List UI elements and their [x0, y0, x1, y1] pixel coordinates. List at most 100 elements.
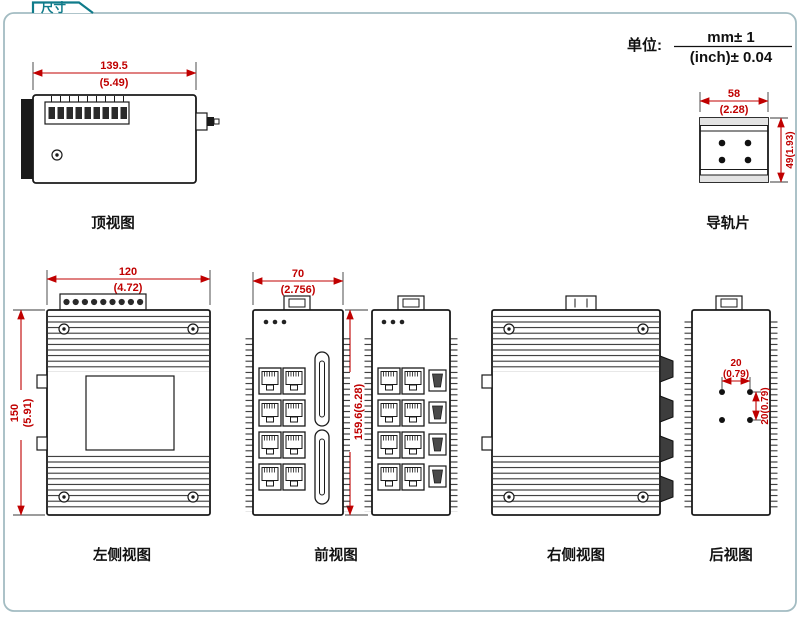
rj45-port: [282, 367, 306, 395]
front-view-copper: 70 (2.756) 159.6(6.28): [245, 268, 368, 516]
rear-pitch-h-mm: 20: [730, 358, 742, 369]
rail-bottom-band: [700, 174, 768, 182]
side-fins-right: [450, 338, 458, 512]
front-width-dimension: 70 (2.756): [252, 268, 344, 305]
left-width-inch: (4.72): [114, 282, 143, 294]
heatsink-fins-bottom: [493, 452, 659, 511]
right-view-label: 右侧视图: [547, 546, 605, 564]
left-view-label: 左侧视图: [92, 546, 151, 564]
rj45-port: [258, 431, 282, 459]
header-tab-label: 尺寸: [41, 0, 67, 15]
rail-view-label: 导轨片: [706, 214, 750, 232]
rj45-port: [377, 399, 401, 427]
screw-hole: [637, 491, 649, 503]
rj45-port: [401, 463, 425, 491]
terminal-block: [44, 96, 130, 125]
left-width-dimension: 120 (4.72): [46, 266, 211, 305]
screw-hole: [503, 491, 515, 503]
label-plate: [85, 375, 175, 451]
rear-hole-pitch-horizontal: 20 (0.79): [721, 358, 751, 390]
screw-hole: [58, 323, 70, 335]
rear-pitch-h-inch: (0.79): [723, 369, 749, 380]
antenna-stub: [195, 112, 220, 131]
din-rail-view: 58 (2.28) 49(1.93) 导轨片: [699, 88, 796, 232]
rj45-port: [377, 367, 401, 395]
din-clip-tab: [36, 374, 48, 389]
front-height-text: 159.6(6.28): [353, 384, 365, 441]
rj45-port: [258, 463, 282, 491]
rj45-port: [401, 431, 425, 459]
rail-plate: [699, 117, 769, 183]
side-fins-left: [245, 338, 253, 512]
din-clip-tab: [481, 436, 493, 451]
left-height-dimension: 150 (5.91): [9, 309, 45, 516]
unit-mm: mm± 1: [707, 29, 754, 46]
top-width-inch: (5.49): [100, 77, 129, 89]
side-connector: [659, 355, 674, 383]
rear-pitch-v-text: 20(0.79): [760, 387, 771, 424]
top-connector-stub: [283, 295, 311, 311]
rear-view: 20 (0.79) 20(0.79) 后视图: [684, 295, 778, 564]
side-fins-right: [343, 338, 350, 512]
page-border: [3, 12, 797, 612]
rail-band-lines: [700, 125, 768, 176]
top-connector-stub: [397, 295, 425, 311]
top-width-mm: 139.5: [100, 60, 128, 72]
sfp-port: [428, 465, 447, 488]
rj45-port: [282, 399, 306, 427]
screw-hole: [58, 491, 70, 503]
rj45-port: [282, 463, 306, 491]
top-view-width-dimension: 139.5 (5.49): [32, 60, 197, 90]
rj45-port: [258, 399, 282, 427]
header-tab-shape: [31, 1, 94, 14]
front-width-mm: 70: [292, 268, 304, 280]
power-connector-block: [21, 99, 33, 179]
rj45-port: [258, 367, 282, 395]
front-width-inch: (2.756): [281, 284, 316, 296]
rj45-port: [377, 431, 401, 459]
left-height-inch: (5.91): [22, 398, 34, 427]
unit-note: 单位: mm± 1 (inch)± 0.04: [627, 29, 792, 66]
side-fins-right: [770, 318, 778, 508]
heatsink-fins-top: [493, 314, 659, 372]
side-fins-left: [684, 318, 692, 508]
fiber-slot: [314, 429, 330, 505]
unit-inch: (inch)± 0.04: [690, 49, 773, 66]
top-view-label: 顶视图: [91, 214, 135, 232]
sfp-port: [428, 401, 447, 424]
rail-width-dimension: 58 (2.28): [699, 88, 769, 116]
unit-prefix: 单位:: [627, 36, 662, 54]
sfp-port: [428, 369, 447, 392]
side-fins-left: [364, 338, 372, 512]
rail-height-text: 49(1.93): [785, 131, 796, 168]
mounting-holes: [719, 389, 753, 423]
sfp-port: [428, 433, 447, 456]
rj45-port: [377, 463, 401, 491]
screw-hole: [503, 323, 515, 335]
side-connector: [659, 395, 674, 423]
din-clip-tab: [481, 374, 493, 389]
rear-view-label: 后视图: [709, 546, 753, 564]
rj45-port: [401, 399, 425, 427]
screw-hole: [51, 149, 63, 161]
side-connector: [659, 475, 674, 503]
rail-width-inch: (2.28): [720, 104, 749, 116]
rail-rivets: [718, 139, 752, 164]
screw-hole: [187, 323, 199, 335]
rail-top-band: [700, 118, 768, 126]
din-clip-tab: [36, 436, 48, 451]
left-side-view: 120 (4.72) 150 (5.91) 左侧视图: [9, 266, 211, 564]
rail-height-dimension: 49(1.93): [770, 117, 796, 183]
rail-width-mm: 58: [728, 88, 740, 100]
top-connector-stub: [565, 295, 597, 311]
top-connector-stub: [715, 295, 743, 311]
terminal-block-top: [59, 293, 147, 311]
fiber-slot: [314, 351, 330, 427]
led-indicators: [381, 319, 405, 325]
led-indicators: [263, 319, 287, 325]
side-connector: [659, 435, 674, 463]
screw-hole: [187, 491, 199, 503]
front-view-label: 前视图: [314, 546, 358, 564]
